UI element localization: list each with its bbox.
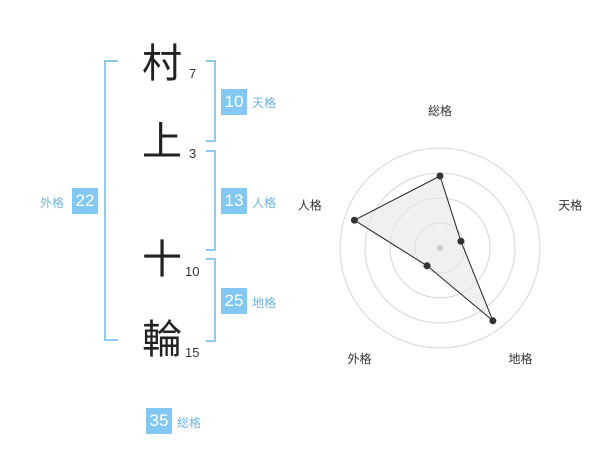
radar-series-polygon xyxy=(353,175,494,322)
jinkaku-label: 人格 xyxy=(252,196,277,210)
gaikaku-bracket xyxy=(104,60,118,341)
radar-axis-label-soukaku: 総格 xyxy=(428,103,452,118)
name-char-4: 輪 xyxy=(142,317,182,363)
name-char-2: 上 xyxy=(142,119,182,165)
chikaku-bracket xyxy=(206,258,216,342)
chikaku-value: 25 xyxy=(221,288,247,314)
radar-axis-label-chikaku: 地格 xyxy=(508,351,532,366)
radar-point xyxy=(489,317,497,325)
chikaku-label: 地格 xyxy=(252,296,277,310)
radar-axis-label-tenkaku: 天格 xyxy=(558,198,582,213)
radar-point xyxy=(457,237,465,245)
tenkaku-label: 天格 xyxy=(252,96,277,110)
stroke-count-4: 15 xyxy=(185,345,200,360)
stroke-count-1: 7 xyxy=(189,66,197,81)
radar-axis-label-jinkaku: 人格 xyxy=(298,198,322,213)
gaikaku-label: 外格 xyxy=(40,196,65,210)
name-char-3: 十 xyxy=(142,237,182,283)
radar-grid-ring xyxy=(339,147,541,349)
tenkaku-value: 10 xyxy=(221,89,247,115)
name-char-1: 村 xyxy=(142,41,182,87)
soukaku-value: 35 xyxy=(146,408,172,434)
jinkaku-bracket xyxy=(206,150,216,251)
jinkaku-value: 13 xyxy=(221,188,247,214)
radar-point xyxy=(350,216,358,224)
radar-axis-label-gaikaku: 外格 xyxy=(347,351,371,366)
soukaku-label: 総格 xyxy=(177,416,202,430)
stroke-count-3: 10 xyxy=(185,264,200,279)
gaikaku-value: 22 xyxy=(72,188,98,214)
radar-point xyxy=(423,262,431,270)
tenkaku-bracket xyxy=(206,60,216,142)
radar-point xyxy=(436,172,444,180)
stroke-count-2: 3 xyxy=(189,146,197,161)
radar-center-dot xyxy=(437,245,443,251)
